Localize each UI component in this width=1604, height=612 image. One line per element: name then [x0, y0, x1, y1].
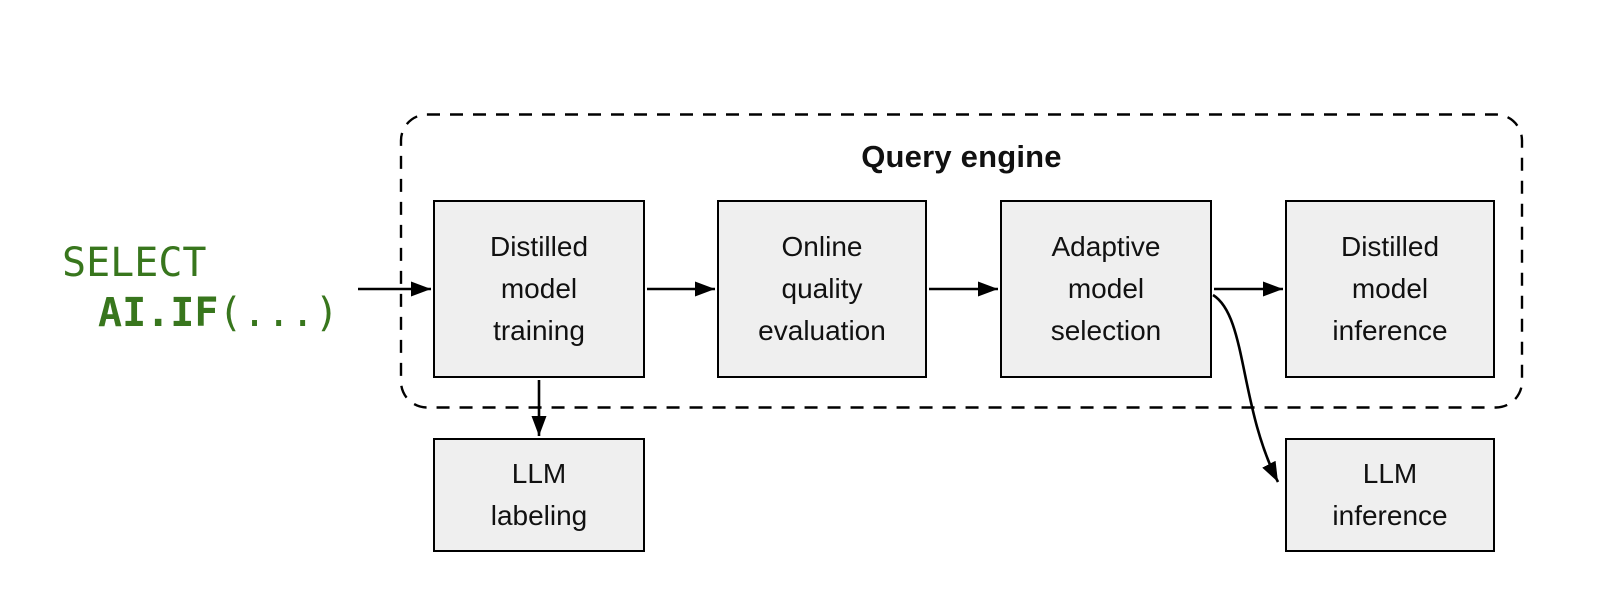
sql-function-args: (...) — [218, 290, 339, 336]
sql-snippet: SELECT AI.IF(...) — [62, 238, 339, 338]
node-label: Adaptive model selection — [1050, 231, 1162, 346]
node-llm-inference: LLM inference — [1285, 438, 1495, 552]
query-engine-boundary — [399, 113, 1524, 409]
sql-line-aiif: AI.IF(...) — [62, 288, 339, 338]
sql-function-name: AI.IF — [98, 290, 219, 336]
node-label: Distilled model training — [489, 231, 589, 346]
node-distilled-model-inference: Distilled model inference — [1285, 200, 1495, 378]
node-online-quality-evaluation: Online quality evaluation — [717, 200, 927, 378]
node-distilled-model-training: Distilled model training — [433, 200, 645, 378]
sql-line-select: SELECT — [62, 240, 207, 286]
node-label: LLM labeling — [490, 458, 588, 531]
node-label: Online quality evaluation — [758, 231, 886, 346]
node-label: LLM inference — [1332, 458, 1448, 531]
query-engine-title: Query engine — [861, 139, 1062, 174]
node-label: Distilled model inference — [1332, 231, 1448, 346]
arrow-selection-to-llm-inference — [1212, 293, 1280, 483]
node-llm-labeling: LLM labeling — [433, 438, 645, 552]
node-adaptive-model-selection: Adaptive model selection — [1000, 200, 1212, 378]
